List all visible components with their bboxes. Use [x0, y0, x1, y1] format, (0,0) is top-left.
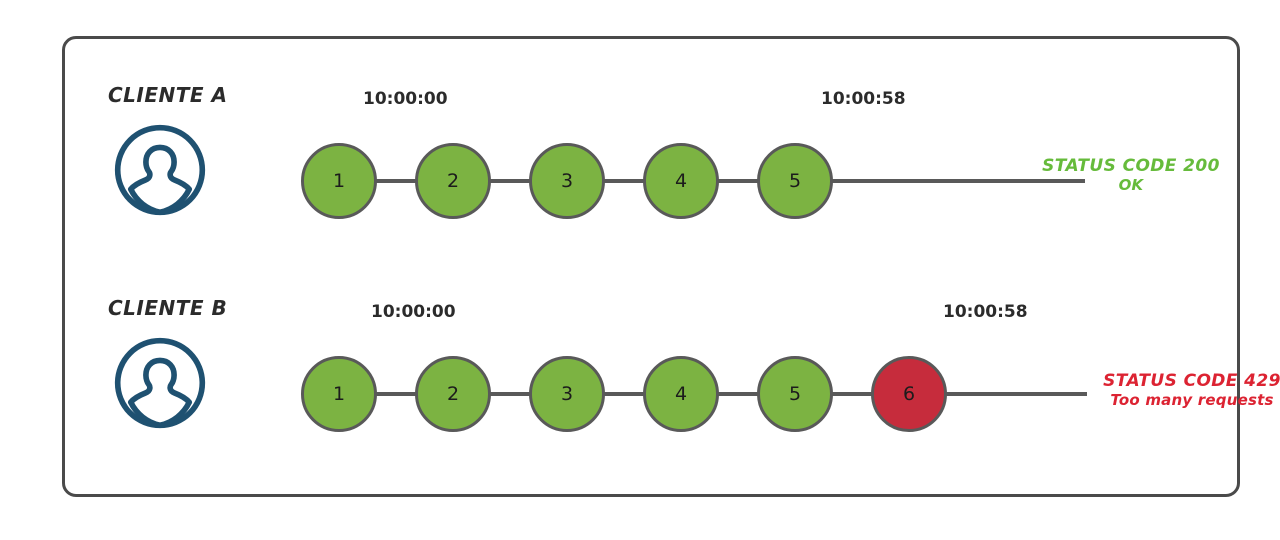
diagram-panel: CLIENTE A 10:00:00 10:00:58 1 2 3 4 5: [62, 36, 1280, 497]
status-badge-a: STATUS CODE 200 OK: [1031, 156, 1231, 194]
request-node-2[interactable]: 2: [415, 356, 491, 432]
timestamp-end-a: 10:00:58: [821, 89, 906, 109]
request-node-label: 1: [332, 383, 346, 405]
request-node-label: 5: [788, 170, 802, 192]
connector-6-status: [943, 392, 1087, 396]
timestamp-start-b: 10:00:00: [371, 302, 456, 322]
request-node-label: 2: [446, 170, 460, 192]
connector-1-2: [373, 392, 419, 396]
request-node-3[interactable]: 3: [529, 143, 605, 219]
connector-3-4: [601, 392, 647, 396]
status-badge-b: STATUS CODE 429 Too many requests: [1087, 371, 1280, 409]
connector-5-6: [829, 392, 875, 396]
status-text-line: OK: [1118, 175, 1144, 194]
status-code-line: STATUS CODE 429: [1103, 371, 1280, 391]
user-avatar-icon: [113, 336, 207, 430]
connector-5-status: [829, 179, 1085, 183]
connector-1-2: [373, 179, 419, 183]
connector-2-3: [487, 392, 533, 396]
user-avatar-icon: [113, 123, 207, 217]
request-node-4[interactable]: 4: [643, 143, 719, 219]
request-node-label: 4: [674, 383, 688, 405]
timestamp-start-a: 10:00:00: [363, 89, 448, 109]
request-node-4[interactable]: 4: [643, 356, 719, 432]
request-node-2[interactable]: 2: [415, 143, 491, 219]
request-node-1[interactable]: 1: [301, 356, 377, 432]
status-text-line: Too many requests: [1110, 390, 1274, 409]
request-node-label: 5: [788, 383, 802, 405]
request-node-label: 3: [560, 170, 574, 192]
client-label-b: CLIENTE B: [108, 296, 228, 320]
request-node-5[interactable]: 5: [757, 356, 833, 432]
request-node-label: 2: [446, 383, 460, 405]
request-node-label: 4: [674, 170, 688, 192]
status-code-line: STATUS CODE 200: [1042, 156, 1220, 176]
request-node-3[interactable]: 3: [529, 356, 605, 432]
request-node-label: 6: [902, 383, 916, 405]
request-node-1[interactable]: 1: [301, 143, 377, 219]
connector-4-5: [715, 179, 761, 183]
timestamp-end-b: 10:00:58: [943, 302, 1028, 322]
connector-2-3: [487, 179, 533, 183]
request-node-5[interactable]: 5: [757, 143, 833, 219]
client-label-a: CLIENTE A: [108, 83, 228, 107]
request-node-label: 1: [332, 170, 346, 192]
request-node-6[interactable]: 6: [871, 356, 947, 432]
connector-3-4: [601, 179, 647, 183]
connector-4-5: [715, 392, 761, 396]
request-node-label: 3: [560, 383, 574, 405]
